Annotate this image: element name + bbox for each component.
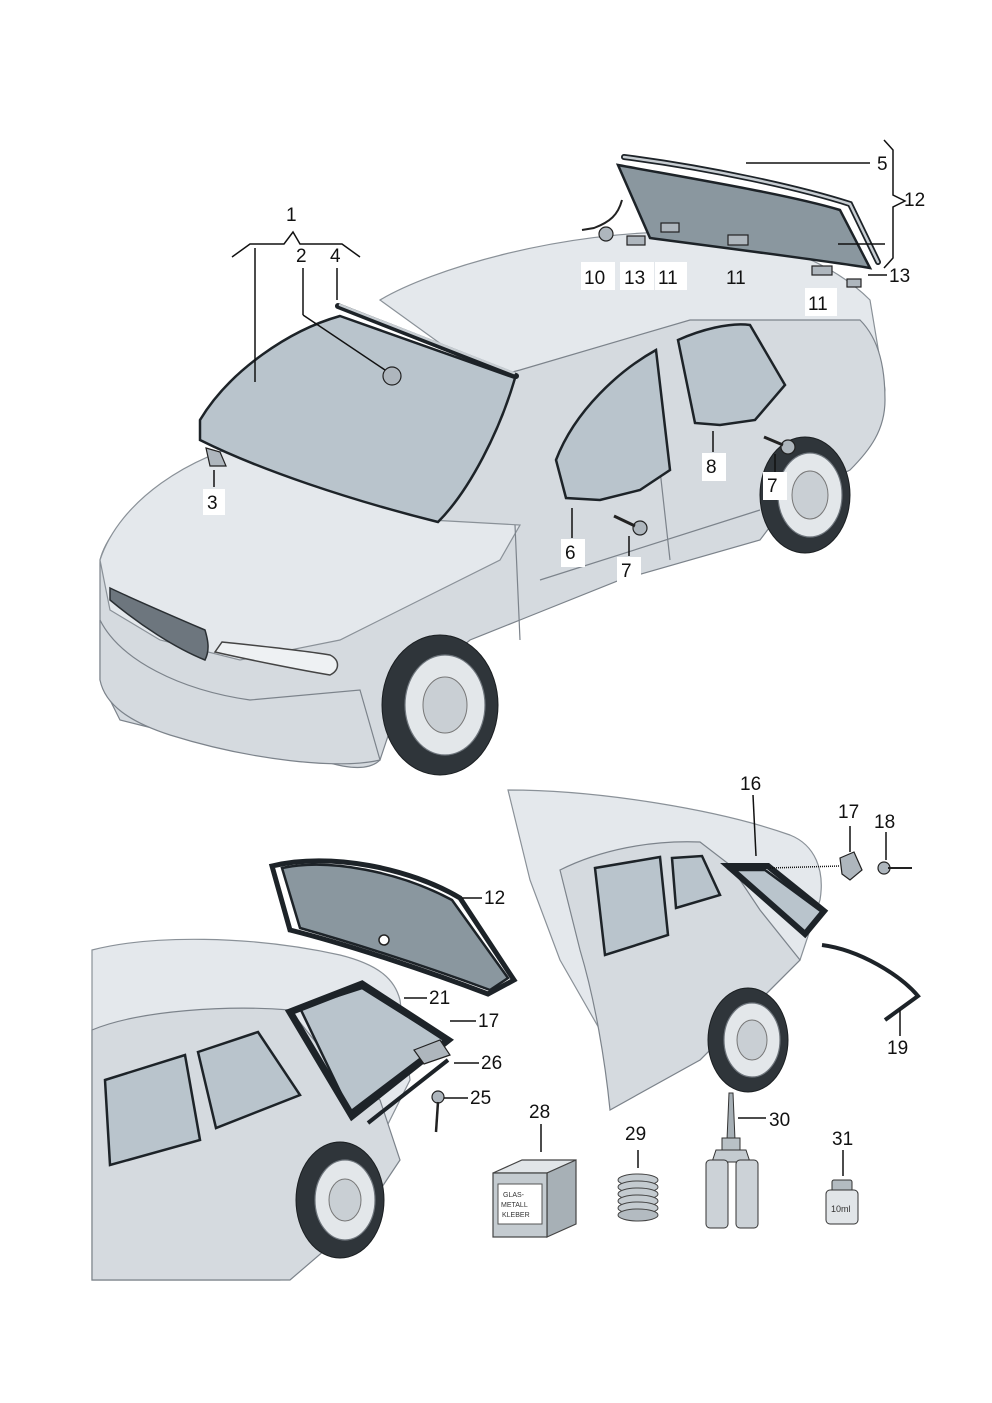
callout-12-bottom: 12 xyxy=(484,888,505,909)
rear-door-glass xyxy=(676,323,787,427)
trim-strip-part xyxy=(366,1058,450,1125)
screw-part xyxy=(763,435,796,455)
callout-4: 4 xyxy=(330,246,341,267)
callout-26: 26 xyxy=(481,1053,502,1074)
callout-10: 10 xyxy=(584,268,605,289)
rear-windshield-glass xyxy=(280,863,510,992)
clip-part xyxy=(811,265,833,276)
clip-part xyxy=(727,234,749,246)
mirror-base-part xyxy=(382,366,402,386)
package-label-line3: KLEBER xyxy=(502,1212,530,1219)
vial-label: 10ml xyxy=(831,1204,851,1214)
package-label-line2: METALL xyxy=(501,1202,528,1209)
callout-31: 31 xyxy=(832,1129,853,1150)
callout-6: 6 xyxy=(565,543,576,564)
callout-16: 16 xyxy=(740,774,761,795)
callout-1: 1 xyxy=(286,205,297,226)
primer-vial-part: 10ml xyxy=(825,1179,859,1225)
package-label-line1: GLAS- xyxy=(503,1192,525,1199)
dual-cartridge-part xyxy=(705,1092,759,1229)
retainer-bracket-part xyxy=(413,1039,451,1065)
cable-connector-part xyxy=(598,226,614,242)
callout-18: 18 xyxy=(874,812,895,833)
screw-part xyxy=(613,514,648,536)
sedan-illustration xyxy=(99,154,886,776)
adhesive-package-part: GLAS- METALL KLEBER xyxy=(492,1159,577,1238)
clip-part xyxy=(626,235,646,246)
callout-7-left: 7 xyxy=(621,561,632,582)
seal-strip-part xyxy=(821,943,921,1022)
screw-part xyxy=(431,1090,445,1133)
callout-2: 2 xyxy=(296,246,307,267)
callout-11-c: 11 xyxy=(808,294,828,315)
front-door-glass xyxy=(554,347,672,502)
callout-8: 8 xyxy=(706,457,717,478)
callout-30: 30 xyxy=(769,1110,790,1131)
callout-13-left: 13 xyxy=(624,268,645,289)
rear-window-glass xyxy=(615,163,873,270)
callout-19: 19 xyxy=(887,1038,908,1059)
sealing-cord-coil-part xyxy=(617,1173,659,1222)
retainer-clip-part xyxy=(839,851,863,881)
callout-28: 28 xyxy=(529,1102,550,1123)
callout-11-a: 11 xyxy=(658,268,678,289)
callout-13-right: 13 xyxy=(889,266,910,287)
callout-12-top: 12 xyxy=(904,190,925,211)
callout-7-right: 7 xyxy=(767,476,778,497)
clip-part xyxy=(660,222,680,233)
hatchback-rear-illustration xyxy=(507,789,921,1111)
callout-21: 21 xyxy=(429,988,450,1009)
callout-17-left: 17 xyxy=(478,1011,499,1032)
callout-5: 5 xyxy=(877,154,888,175)
callout-25: 25 xyxy=(470,1088,491,1109)
callout-11-b: 11 xyxy=(726,268,746,289)
windshield-glass xyxy=(198,314,517,524)
top-leader-lines xyxy=(213,139,907,556)
callout-29: 29 xyxy=(625,1124,646,1145)
callout-3: 3 xyxy=(207,493,218,514)
sensor-part xyxy=(205,447,227,467)
callout-17-right: 17 xyxy=(838,802,859,823)
wagon-rear-illustration xyxy=(91,858,518,1281)
rivet-part xyxy=(877,861,912,875)
clip-part xyxy=(846,278,862,288)
